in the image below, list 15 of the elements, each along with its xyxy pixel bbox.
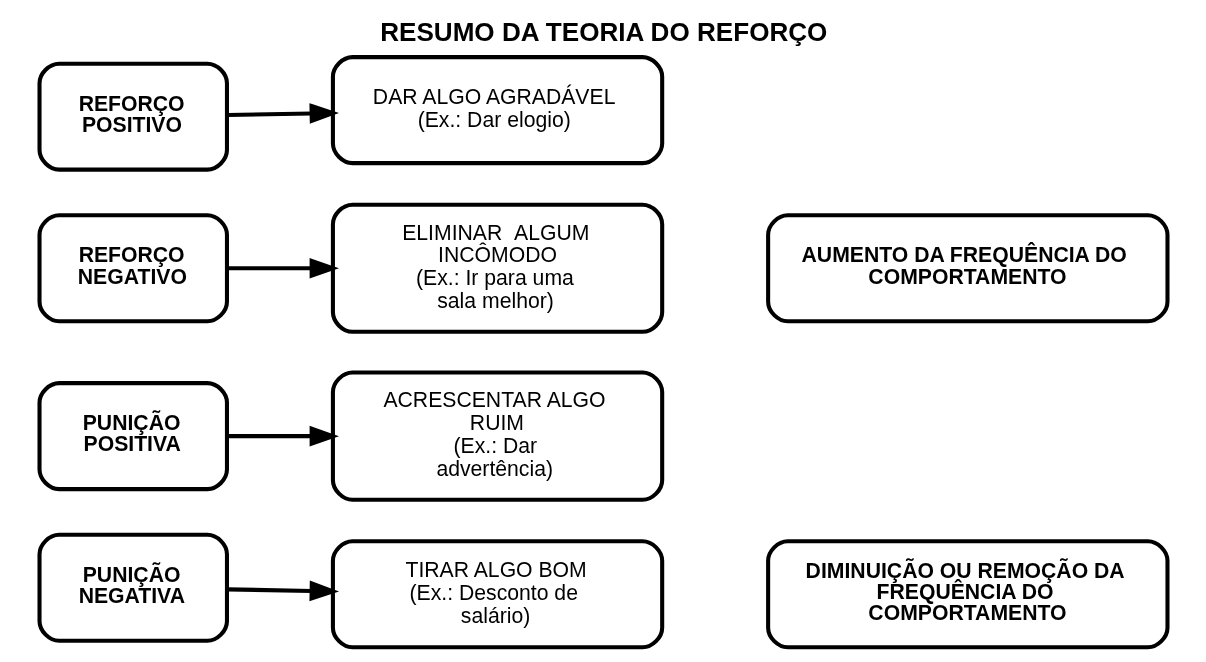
node-box: REFORÇO POSITIVO — [37, 61, 229, 172]
arrow — [226, 580, 339, 602]
node-box: AUMENTO DA FREQUÊNCIA DO COMPORTAMENTO — [765, 213, 1169, 324]
node-box: PUNIÇÃO NEGATIVA — [37, 532, 229, 643]
node-box: ACRESCENTAR ALGO RUIM (Ex.: Dar advertência) — [330, 370, 664, 502]
arrow — [226, 257, 339, 279]
node-box: DAR ALGO AGRADÁVEL (Ex.: Dar elogio) — [330, 55, 664, 166]
node-box: DIMINUIÇÃO OU REMOÇÃO DA FREQUÊNCIA DO COMPORTAMENTO — [765, 539, 1169, 650]
node-box: PUNIÇÃO POSITIVA — [37, 381, 229, 492]
node-box: ELIMINAR ALGUM INCÔMODO (Ex.: Ir para uma sala melhor) — [330, 202, 664, 334]
diagram-title: RESUMO DA TEORIA DO REFORÇO — [379, 16, 827, 47]
node-box: REFORÇO NEGATIVO — [37, 213, 229, 324]
arrow — [226, 103, 339, 124]
arrow — [226, 425, 339, 447]
node-box: TIRAR ALGO BOM (Ex.: Desconto de salário) — [330, 539, 664, 650]
